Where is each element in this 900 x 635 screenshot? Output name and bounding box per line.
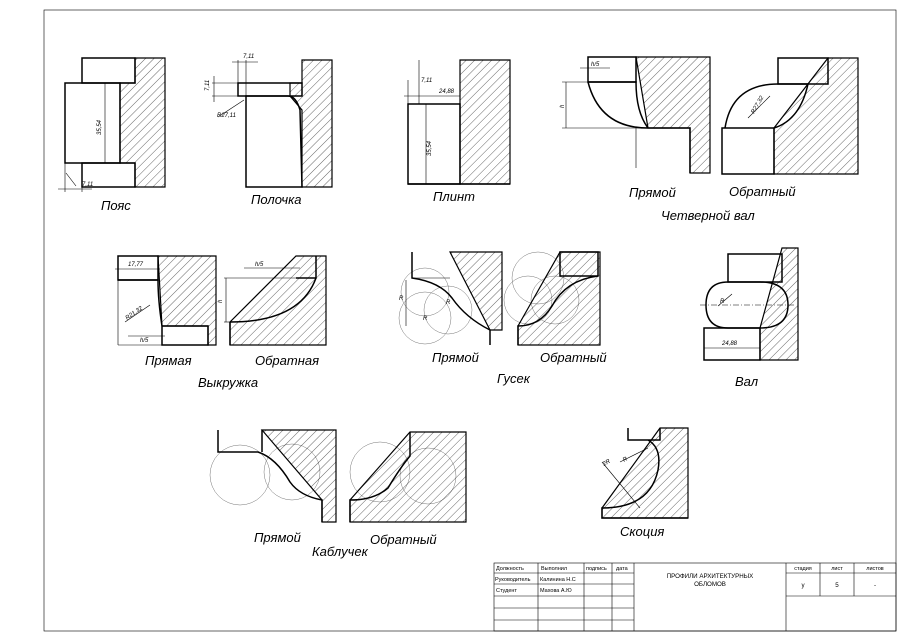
label-polochka: Полочка	[251, 192, 301, 207]
dim-gusek-R2: R	[423, 316, 428, 322]
tb-stage: у	[801, 582, 805, 589]
dim-chetv-h: h	[560, 104, 566, 108]
label-chetv-group: Четверной вал	[661, 208, 755, 223]
profile-gusek-direct: R R R Прямой	[398, 251, 503, 365]
dim-gusek-R3: R	[446, 300, 451, 306]
dim-polochka-r2711: R27,11	[217, 113, 236, 119]
dim-gusek-R1: R	[399, 296, 404, 302]
sheet-frame	[43, 9, 897, 632]
dim-vykrrev-h: h	[218, 299, 224, 303]
profile-skotsiya: 2R R Скоция	[601, 427, 689, 539]
profile-polochka: 7,11 7,11 R27,11 Полочка	[205, 54, 333, 207]
label-kabl-direct: Прямой	[254, 530, 301, 545]
tb-row2-name: Махова А.Ю	[540, 588, 572, 594]
dim-poyas-3554: 35,54	[97, 119, 103, 135]
tb-title-line2: ОБЛОМОВ	[694, 581, 726, 588]
label-chetv-direct: Прямой	[629, 185, 676, 200]
dim-chetv-h5: h/5	[591, 62, 600, 68]
dim-vykr-1777: 17,77	[128, 262, 144, 268]
tb-header-sign: подпись	[586, 566, 607, 572]
dim-plint-2488: 24,88	[438, 89, 455, 95]
profile-kabl-direct: Прямой	[209, 429, 337, 545]
title-block: Должность Выполнил подпись дата Руководи…	[493, 562, 897, 632]
label-kabl-group: Каблучек	[312, 544, 369, 559]
dim-chetv-r2732: R27,32	[751, 95, 766, 115]
dim-poyas-711: 7,11	[82, 182, 93, 188]
profile-kabl-reverse: Обратный	[349, 431, 467, 547]
profile-poyas: 35,54 7,11 Пояс	[58, 57, 166, 213]
tb-row2-role: Студент	[496, 588, 517, 594]
label-chetv-reverse: Обратный	[729, 184, 796, 199]
profile-vykr-reverse: h h/5 Обратная	[218, 255, 327, 368]
label-val: Вал	[735, 374, 759, 389]
tb-header-date: дата	[616, 566, 629, 572]
label-gusek-group: Гусек	[497, 371, 531, 386]
tb-row1-role: Руководитель	[495, 577, 531, 583]
label-gusek-reverse: Обратный	[540, 350, 607, 365]
label-gusek-direct: Прямой	[432, 350, 479, 365]
dim-val-2488: 24,88	[721, 341, 738, 347]
tb-sheets: -	[874, 582, 876, 589]
profile-vykr-direct: 17,77 R21,32 h/5 Прямая	[115, 255, 217, 368]
dim-vykr-r2132: R21,32	[125, 305, 145, 321]
label-vykr-direct: Прямая	[145, 353, 192, 368]
tb-sheet: 5	[835, 582, 839, 589]
tb-header-sheet: лист	[831, 566, 843, 572]
dim-polochka-711-side: 7,11	[205, 80, 211, 91]
profile-chetv-direct: h h/5 Прямой	[560, 56, 711, 200]
tb-header-role: Должность	[496, 566, 524, 572]
dim-skotsiya-R: R	[622, 456, 629, 464]
dim-plint-3554: 35,54	[427, 140, 433, 156]
profile-gusek-reverse: Обратный	[503, 251, 607, 365]
dim-skotsiya-2R: 2R	[601, 458, 612, 468]
dim-vykrrev-h5: h/5	[255, 262, 264, 268]
label-poyas: Пояс	[101, 198, 131, 213]
dim-plint-711: 7,11	[421, 78, 432, 84]
label-skotsiya: Скоция	[620, 524, 664, 539]
label-vykr-group: Выкружка	[198, 375, 258, 390]
tb-title-line1: ПРОФИЛИ АРХИТЕКТУРНЫХ	[667, 573, 754, 580]
label-vykr-reverse: Обратная	[255, 353, 319, 368]
dim-polochka-711-top: 7,11	[243, 54, 254, 60]
dim-vykr-h5: h/5	[140, 338, 149, 344]
tb-header-sheets: листов	[866, 566, 884, 572]
profile-val: R 24,88 Вал	[700, 247, 799, 389]
label-kabl-reverse: Обратный	[370, 532, 437, 547]
dim-val-R: R	[720, 299, 725, 305]
tb-header-done: Выполнил	[541, 566, 567, 572]
profile-plint: 7,11 24,88 35,54 Плинт	[404, 59, 511, 204]
tb-header-stage: стадия	[794, 566, 812, 572]
profile-chetv-reverse: R27,32 Обратный	[721, 57, 859, 199]
label-plint: Плинт	[433, 189, 475, 204]
tb-row1-name: Калинина Н.С	[540, 577, 576, 583]
